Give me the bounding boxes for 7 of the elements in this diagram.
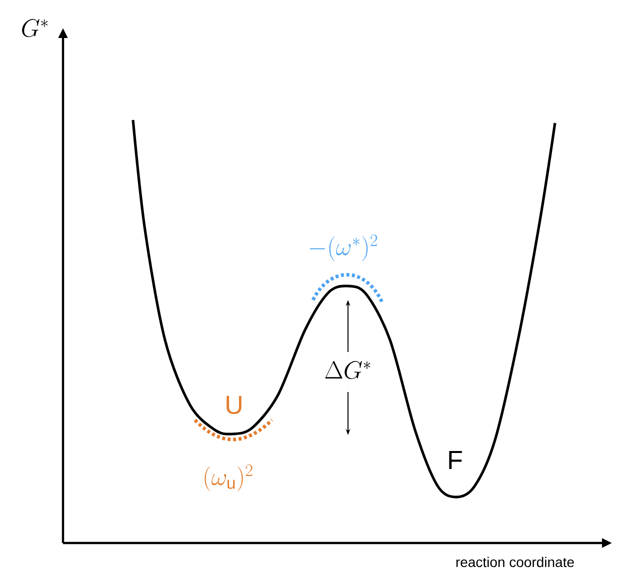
curvature-label: $(\omega_\mathrm{u})^2$	[204, 464, 252, 492]
axis-label: reaction coordinate	[456, 556, 574, 568]
curvature-label: $-(\omega^*)^2$	[310, 234, 378, 262]
state-label: F	[449, 451, 462, 469]
state-label: U	[226, 396, 242, 414]
barrier-label: $\Delta G^*$	[325, 360, 370, 380]
axis-label: $G^*$	[22, 19, 48, 38]
